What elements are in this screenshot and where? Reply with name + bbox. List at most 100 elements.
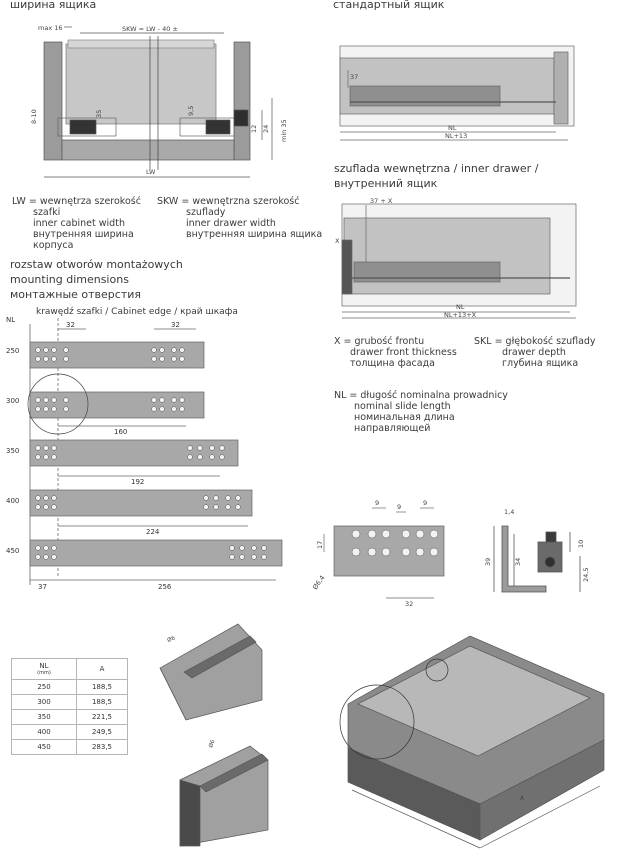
holes-400	[35, 495, 241, 510]
legend-skl-1: drawer depth	[502, 347, 566, 358]
table-cell-a: 249,5	[76, 724, 128, 740]
dim-37-mounting: 37	[38, 583, 47, 591]
legend-nl-1: nominal slide length	[354, 401, 451, 412]
dim-nl-13-x: NL+13+X	[444, 311, 477, 319]
span-160: 160	[114, 428, 127, 436]
inner-drawer-drawing	[341, 203, 577, 319]
heading-inner-drawer-2: внутренний ящик	[334, 177, 438, 190]
dim-nl-inner: NL	[456, 303, 465, 311]
table-cell-nl: 250	[11, 679, 77, 695]
table-header-nl: NL (mm)	[11, 658, 77, 680]
dim-32-left: 32	[66, 321, 75, 329]
table-cell-a: 188,5	[76, 679, 128, 695]
length-350: 350	[6, 447, 19, 455]
legend-nl-2: номинальная длина	[354, 412, 455, 423]
dim-37: 37	[350, 73, 358, 81]
legend-x-2: толщина фасада	[350, 358, 435, 369]
mounting-rails	[27, 318, 283, 585]
profile-dim-34: 34	[514, 558, 522, 566]
hole-dim-32: 32	[405, 600, 413, 608]
rail-400	[29, 489, 253, 517]
dim-8-10: 8-10	[30, 109, 38, 124]
hole-dim-9-b: 9	[397, 503, 401, 511]
table-cell-nl: 400	[11, 724, 77, 740]
table-cell-a: 221,5	[76, 709, 128, 725]
dim-skw: SKW = LW - 40 ±	[122, 25, 178, 33]
legend-skw-0: SKW = wewnętrzna szerokość	[157, 196, 300, 207]
length-250: 250	[6, 347, 19, 355]
dim-32-right: 32	[171, 321, 180, 329]
table-header-unit: (mm)	[37, 670, 51, 676]
span-192: 192	[131, 478, 144, 486]
standard-drawer-drawing	[339, 45, 575, 141]
cross-section-labels: max 16 SKW = LW - 40 ± LW 8-10 35 9,5 12…	[30, 24, 288, 176]
table-header-a: A	[76, 658, 128, 680]
legend-x-0: X = grubość frontu	[334, 336, 425, 347]
span-224: 224	[146, 528, 160, 536]
hole-diameter: Ø6,4	[311, 574, 326, 591]
holes-250	[35, 347, 185, 362]
rail-300	[29, 391, 205, 419]
holes-450	[35, 545, 267, 560]
table-cell-nl: 300	[11, 694, 77, 710]
dim-lw: LW	[146, 168, 156, 176]
legend-x-1: drawer front thickness	[350, 347, 457, 358]
hole-detail-drawing	[323, 507, 445, 599]
legend-lw-3: внутренняя ширина	[33, 229, 134, 240]
dim-x: X	[335, 237, 340, 245]
cross-section-drawing	[43, 26, 273, 178]
isometric-drawer	[339, 635, 605, 849]
dim-35: 35	[95, 110, 103, 118]
table-cell-nl: 450	[11, 739, 77, 755]
profile-detail-drawing	[493, 525, 581, 593]
table-cell-nl: 350	[11, 709, 77, 725]
corner-top-label: Ø6	[166, 634, 176, 643]
table-cell-a: 188,5	[76, 694, 128, 710]
heading-drawer-width: ширина ящика	[10, 0, 97, 11]
iso-dim-a: A	[520, 795, 525, 802]
table-header-row: NL (mm) A	[11, 658, 128, 680]
length-450: 450	[6, 547, 19, 555]
mounting-nl-label: NL	[6, 316, 15, 324]
legend-lw-0: LW = wewnętrza szerokość	[12, 196, 141, 207]
corner-detail-bottom	[179, 745, 269, 847]
dim-min-35: min 35	[280, 119, 288, 142]
corner-detail-top	[159, 623, 263, 721]
corner-bottom-label: Ø6	[207, 738, 216, 748]
legend-nl-0: NL = długość nominalna prowadnicy	[334, 390, 508, 401]
dim-nl: NL	[448, 124, 457, 132]
table-header-nl-text: NL	[39, 662, 49, 670]
legend-nl-3: направляющей	[354, 423, 431, 434]
length-400: 400	[6, 497, 19, 505]
cabinet-edge-label: krawędź szafki / Cabinet edge / край шка…	[36, 307, 238, 317]
span-256: 256	[158, 583, 172, 591]
profile-dim-1-4: 1,4	[504, 508, 514, 516]
holes-350	[35, 445, 225, 460]
heading-mounting-2: mounting dimensions	[10, 273, 129, 286]
profile-dim-39: 39	[484, 558, 492, 566]
legend-skw-3: внутренняя ширина ящика	[186, 229, 323, 240]
legend-lw-4: корпуса	[33, 240, 74, 251]
hole-dim-17: 17	[316, 541, 324, 549]
legend-skl-0: SKL = głębokość szuflady	[474, 336, 596, 347]
rail-350	[29, 439, 239, 467]
profile-dim-24-5: 24,5	[582, 568, 590, 582]
profile-dim-10: 10	[577, 540, 585, 548]
legend-skw-2: inner drawer width	[186, 218, 276, 229]
length-300: 300	[6, 397, 19, 405]
heading-mounting-1: rozstaw otworów montażowych	[10, 258, 183, 271]
rail-250	[29, 341, 205, 369]
heading-standard-drawer: стандартный ящик	[333, 0, 445, 11]
dim-37-x: 37 + X	[370, 197, 393, 205]
legend-lw-1: szafki	[33, 207, 61, 218]
legend-lw-2: inner cabinet width	[33, 218, 125, 229]
table-cell-a: 283,5	[76, 739, 128, 755]
dim-nl-13: NL+13	[445, 132, 467, 140]
